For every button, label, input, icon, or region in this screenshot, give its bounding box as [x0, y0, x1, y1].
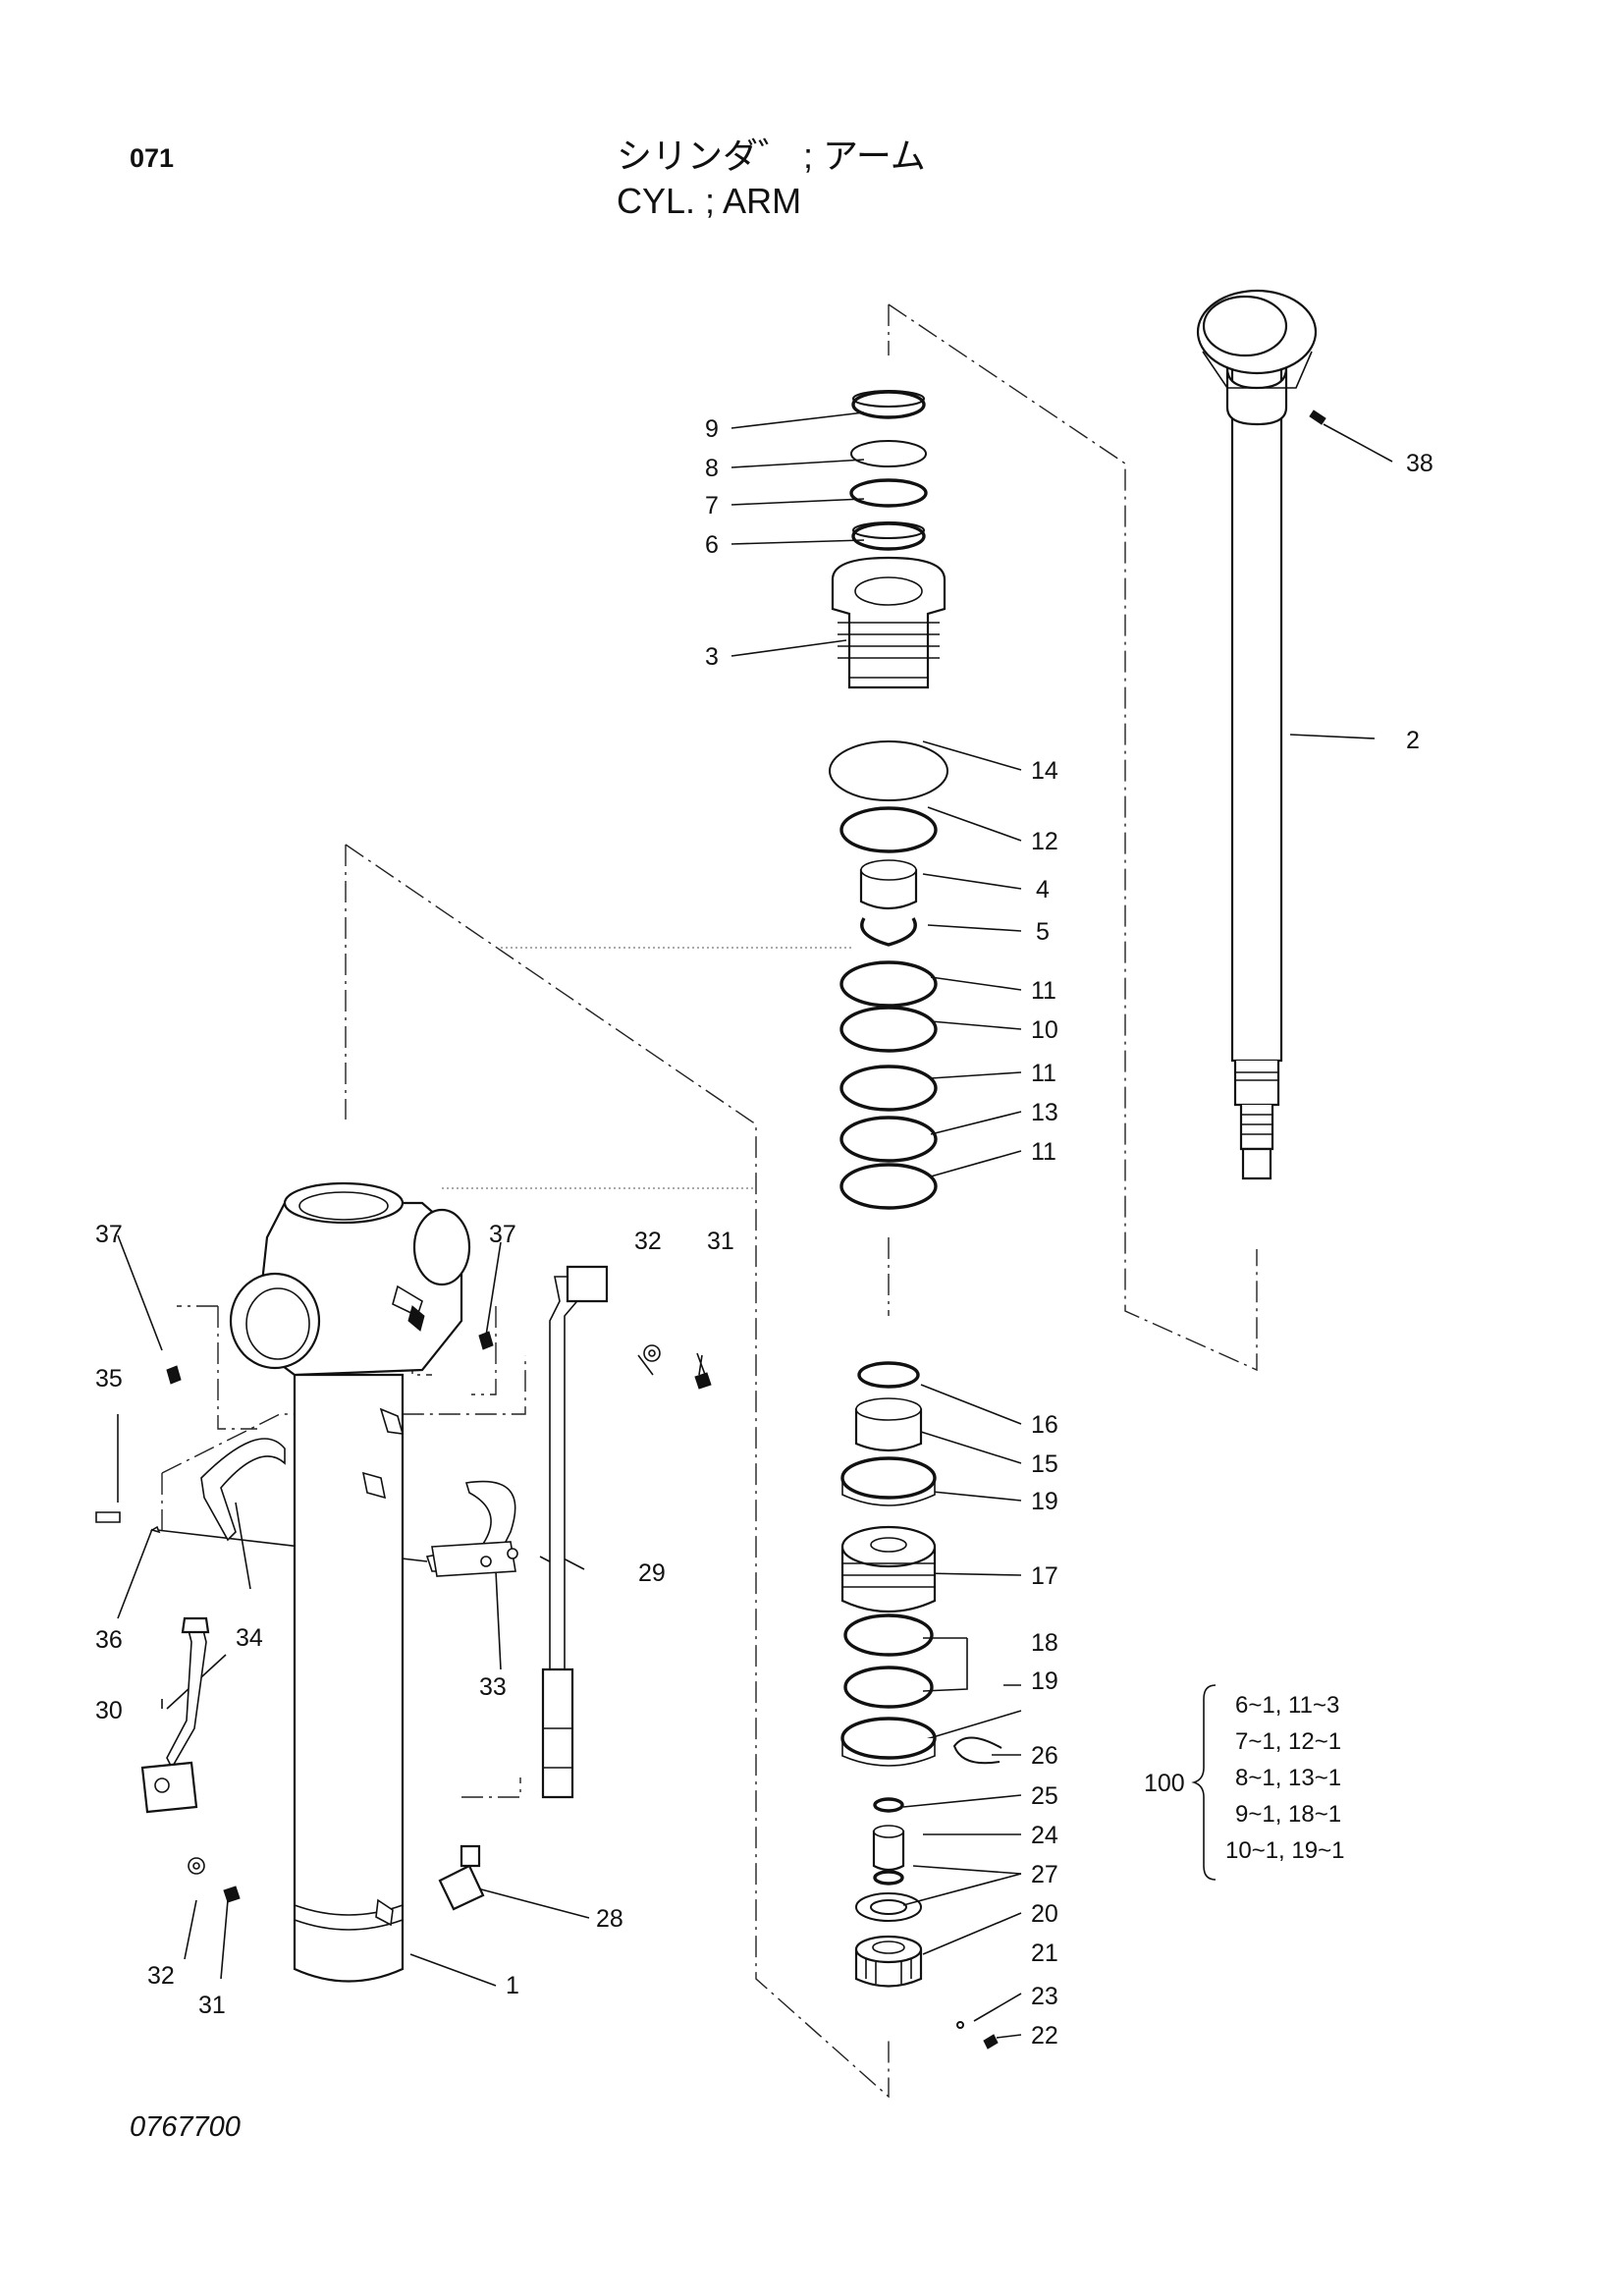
callout-25: 25: [1031, 1782, 1058, 1810]
callout-10: 10: [1031, 1016, 1058, 1044]
callout-12: 12: [1031, 828, 1058, 855]
callout-15: 15: [1031, 1450, 1058, 1478]
cylinder-tube: [229, 1181, 471, 1983]
callout-27: 27: [1031, 1861, 1058, 1888]
callout-26: 26: [1031, 1742, 1058, 1770]
kit-item-4: 9~1, 18~1: [1235, 1801, 1341, 1828]
callout-9: 9: [705, 415, 719, 443]
kit-item-3: 8~1, 13~1: [1235, 1765, 1341, 1791]
callout-21: 21: [1031, 1940, 1058, 1967]
callout-11b: 11: [1031, 1060, 1056, 1087]
piping-group: [95, 1265, 712, 1911]
callout-36: 36: [95, 1626, 123, 1654]
assembly-guide-lines: [161, 303, 1258, 2099]
callout-24: 24: [1031, 1822, 1058, 1849]
callout-1: 1: [506, 1972, 519, 1999]
callout-32b: 32: [147, 1962, 175, 1990]
seal-kit-legend: 100 6~1, 11~3 7~1, 12~1 8~1, 13~1 9~1, 1…: [1144, 1684, 1344, 1881]
callout-17: 17: [1031, 1562, 1058, 1590]
callout-23: 23: [1031, 1983, 1058, 2010]
callout-6: 6: [705, 531, 719, 559]
callout-19b: 19: [1031, 1667, 1058, 1695]
callout-19a: 19: [1031, 1488, 1058, 1515]
callout-32a: 32: [634, 1228, 662, 1255]
callout-22: 22: [1031, 2022, 1058, 2050]
kit-item-5: 10~1, 19~1: [1225, 1837, 1344, 1864]
callout-7: 7: [705, 492, 719, 519]
callout-28: 28: [596, 1905, 623, 1933]
callout-20: 20: [1031, 1900, 1058, 1928]
callout-2: 2: [1406, 727, 1420, 754]
kit-number: 100: [1144, 1770, 1185, 1797]
kit-item-1: 6~1, 11~3: [1235, 1692, 1339, 1719]
piston-group: [840, 1361, 1002, 2050]
callout-8: 8: [705, 455, 719, 482]
callout-18: 18: [1031, 1629, 1058, 1657]
callout-16: 16: [1031, 1411, 1058, 1439]
page-number: 071: [130, 143, 175, 173]
callout-29: 29: [638, 1559, 666, 1587]
callout-11a: 11: [1031, 977, 1056, 1005]
callout-14: 14: [1031, 757, 1058, 785]
cylinder-head-group: [829, 390, 948, 1210]
callout-34: 34: [236, 1624, 263, 1652]
drawing-number: 0767700: [130, 2111, 241, 2143]
callout-37a: 37: [95, 1221, 123, 1248]
title-english: CYL. ; ARM: [617, 181, 802, 221]
callout-38: 38: [1406, 450, 1434, 477]
callout-33: 33: [479, 1673, 507, 1701]
callout-35: 35: [95, 1365, 123, 1393]
callout-37b: 37: [489, 1221, 516, 1248]
callout-13: 13: [1031, 1099, 1058, 1126]
callout-4: 4: [1036, 876, 1050, 903]
callout-31b: 31: [198, 1992, 226, 2019]
callout-31a: 31: [707, 1228, 734, 1255]
part-callouts: 1 2 3 4 5 6 7 8 9 10 11 11 11 12 13 14 1…: [95, 415, 1434, 2050]
callout-30: 30: [95, 1697, 123, 1724]
callout-3: 3: [705, 643, 719, 671]
kit-item-2: 7~1, 12~1: [1235, 1728, 1341, 1755]
callout-5: 5: [1036, 918, 1050, 946]
title-japanese: シリンダ゛ ; アーム: [617, 136, 926, 176]
callout-11c: 11: [1031, 1138, 1056, 1166]
piston-rod: [1196, 289, 1326, 1180]
